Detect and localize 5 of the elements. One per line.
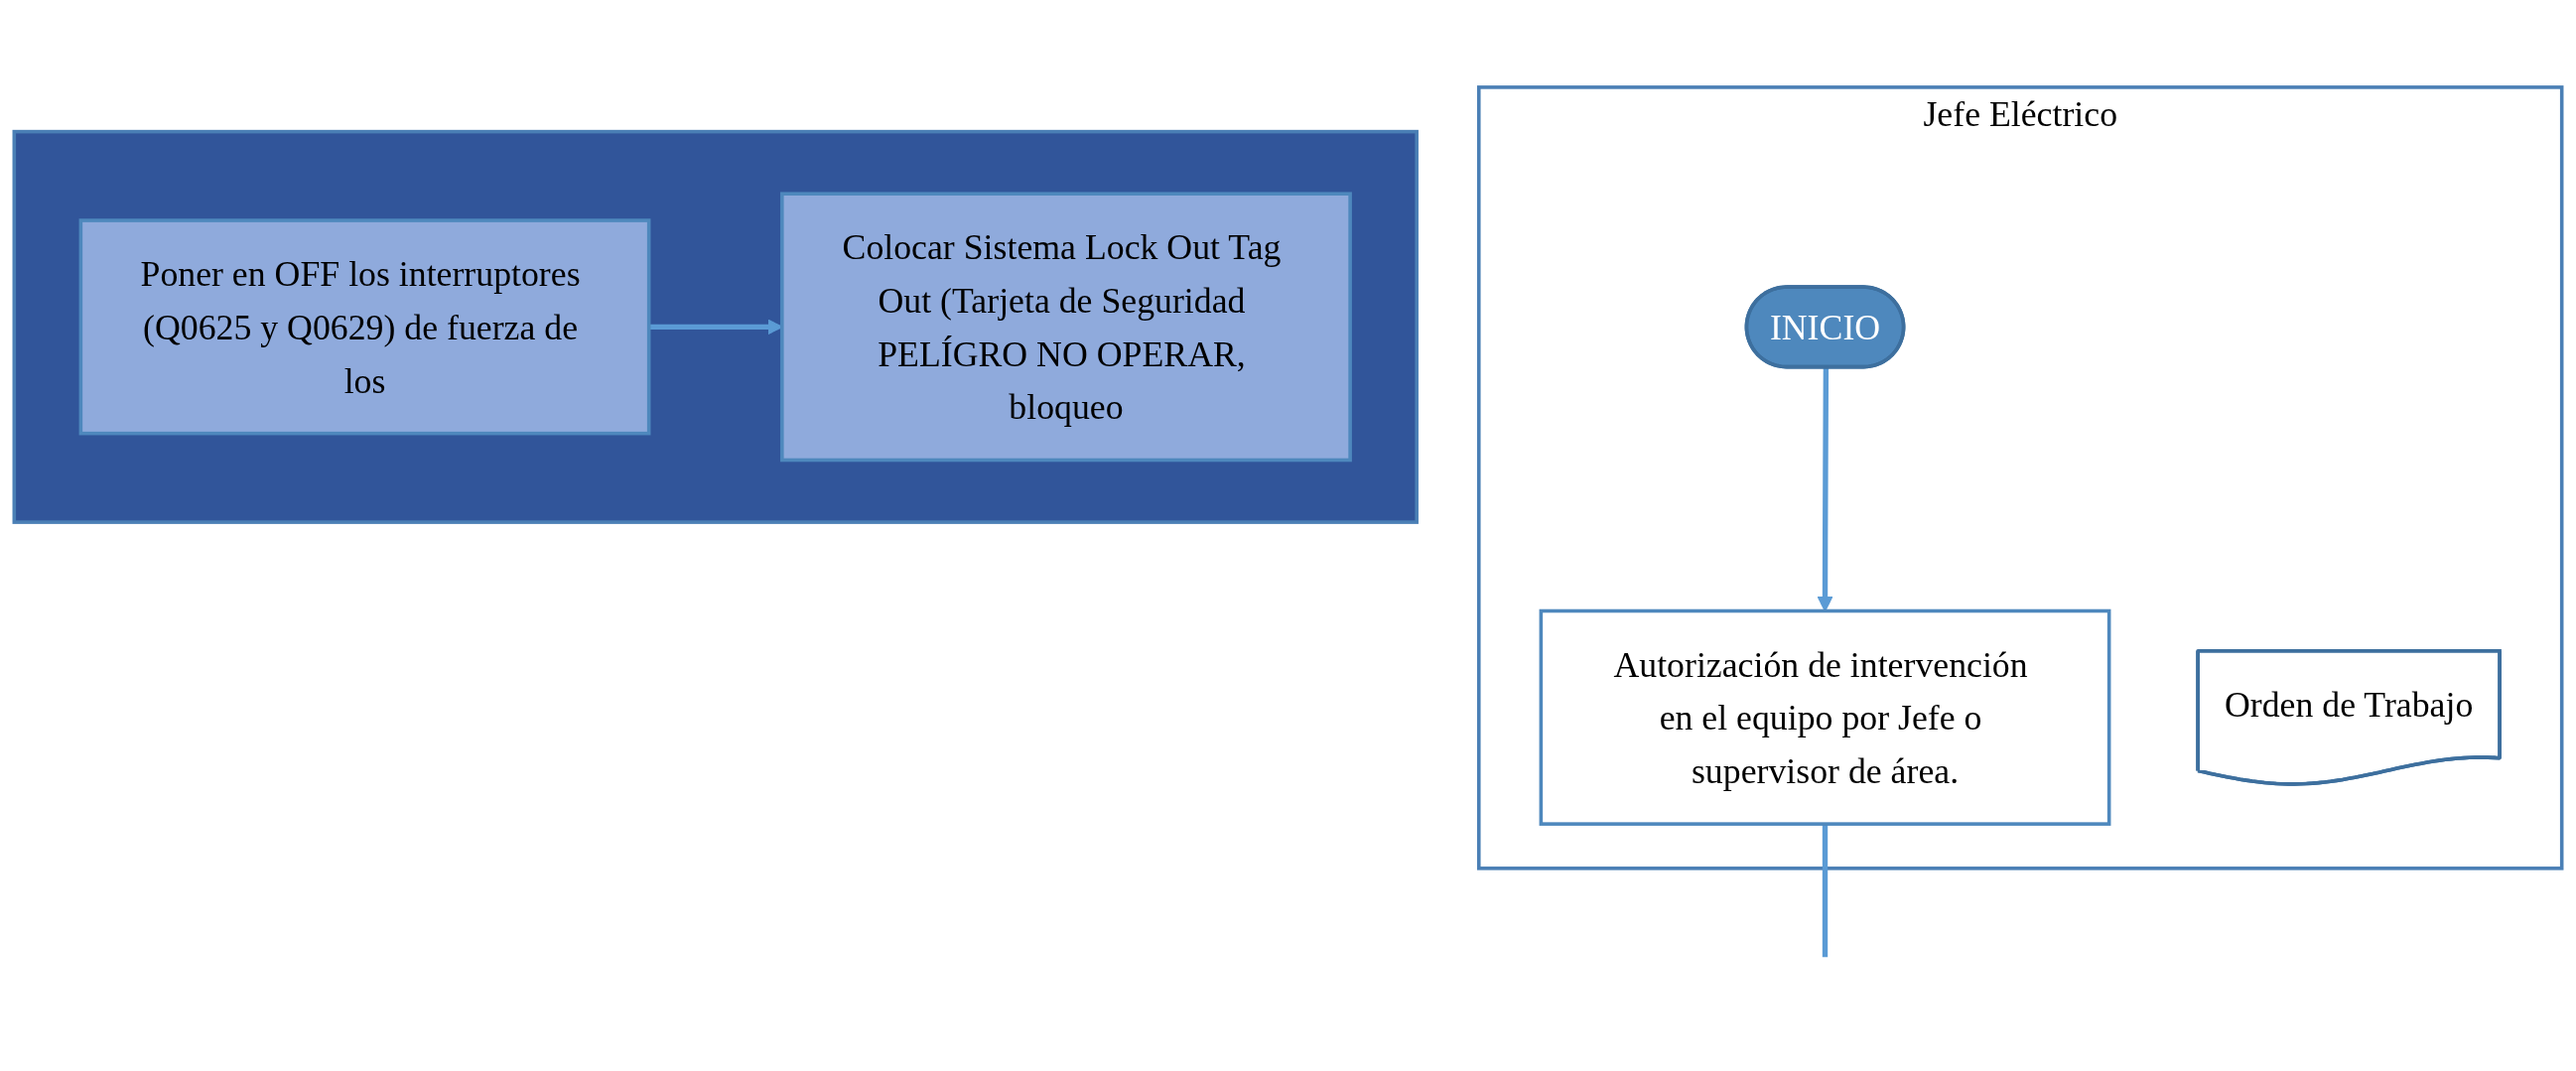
connector xyxy=(1822,824,1829,958)
cluster xyxy=(12,129,1419,524)
node-box: Autorización de intervención en el equipo por Jefe o supervisor de área. xyxy=(1539,608,2111,826)
node-box: Colocar Sistema Lock Out Tag Out (Tarjeta de Seguridad PELÍGRO NO OPERAR, bloqueo xyxy=(780,192,1352,463)
node-box: Poner en OFF los interruptores (Q0625 y Q0629) de fuerza de los xyxy=(78,218,651,436)
